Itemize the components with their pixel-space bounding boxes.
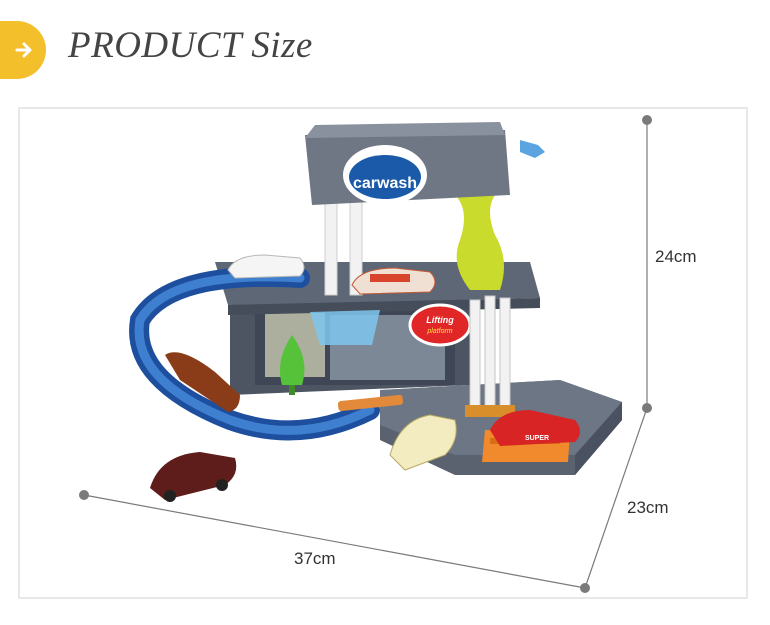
lift-pillar xyxy=(465,295,515,417)
car-white-top xyxy=(227,254,305,279)
spiral-ramp xyxy=(129,266,380,441)
carwash-logo-text: carwash xyxy=(353,175,417,192)
car-red-super: SUPER xyxy=(490,410,580,446)
tree-decoration xyxy=(279,335,305,395)
car-orange-ramp xyxy=(165,352,240,412)
arrow-badge xyxy=(0,21,46,79)
carwash-tower: carwash xyxy=(305,122,545,296)
car-brown-front xyxy=(150,452,237,502)
svg-text:Lifting: Lifting xyxy=(426,315,454,325)
arrow-right-icon xyxy=(15,42,32,58)
car-label: SUPER xyxy=(525,435,549,442)
dimension-lines xyxy=(79,115,652,593)
height-dimension-label: 24cm xyxy=(655,247,697,266)
section-header: PRODUCT Size xyxy=(0,0,770,100)
page-title: PRODUCT Size xyxy=(68,25,313,66)
car-red-white-top xyxy=(351,267,436,295)
barrier-gate xyxy=(337,394,404,412)
lifting-platform-sign: Lifting platform xyxy=(408,303,472,347)
car-yellow xyxy=(389,414,457,471)
depth-dimension-label: 23cm xyxy=(627,498,669,517)
water-basin xyxy=(310,310,380,345)
svg-text:platform: platform xyxy=(426,328,452,335)
width-dimension-label: 37cm xyxy=(294,549,336,568)
